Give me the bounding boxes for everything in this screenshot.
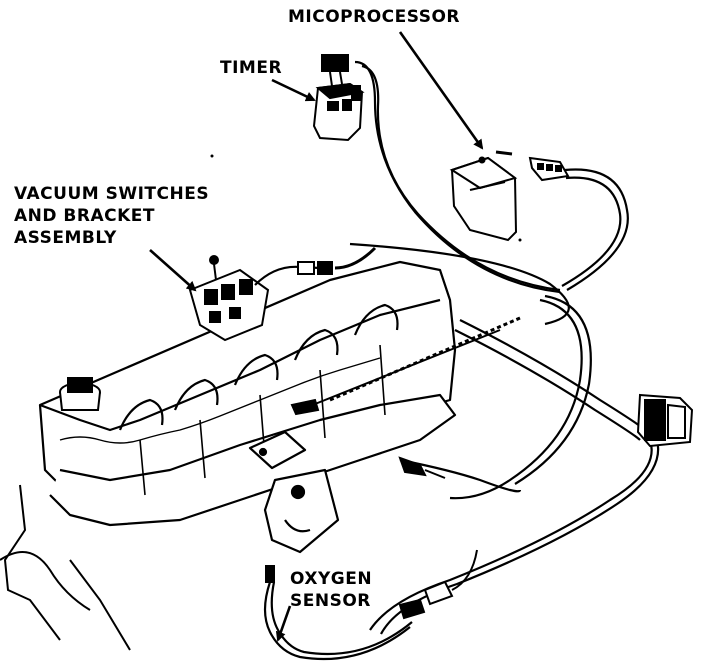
engine-block-left <box>0 484 131 651</box>
intake-manifold <box>38 260 457 554</box>
vacuum-label-line1: VACUUM SWITCHES <box>14 184 210 204</box>
vacuum-switches-label: VACUUM SWITCHES AND BRACKET ASSEMBLY <box>14 183 209 249</box>
leader-arrows <box>149 31 484 642</box>
harness-connector <box>636 393 694 448</box>
vacuum-label-line3: ASSEMBLY <box>14 228 117 248</box>
oxygen-sensor-label: OXYGEN SENSOR <box>290 568 372 612</box>
filler-cap <box>59 377 101 411</box>
wiring-harness <box>299 60 660 635</box>
microprocessor-label-text: MICOPROCESSOR <box>288 7 461 27</box>
vacuum-label-line2: AND BRACKET <box>14 206 155 226</box>
oxygen-label-line1: OXYGEN <box>290 569 373 589</box>
timer-label-text: TIMER <box>220 58 283 78</box>
vacuum-switch-bracket <box>188 246 377 342</box>
oxygen-sensor-assembly <box>263 398 478 661</box>
timer-label: TIMER <box>220 57 282 79</box>
microprocessor-unit <box>449 150 570 242</box>
speck-marks <box>210 154 522 242</box>
oxygen-label-line2: SENSOR <box>290 591 371 611</box>
timer-unit <box>312 54 365 142</box>
microprocessor-label: MICOPROCESSOR <box>288 6 460 28</box>
